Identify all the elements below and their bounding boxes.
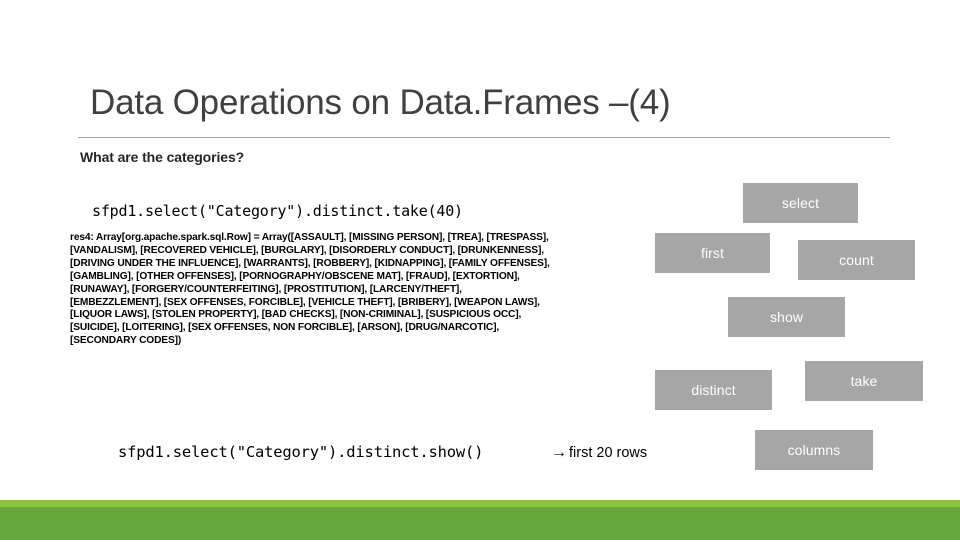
page-title: Data Operations on Data.Frames –(4): [90, 83, 671, 122]
result-line: res4: Array[org.apache.spark.sql.Row] = …: [70, 232, 549, 243]
footer-band-light: [0, 500, 960, 507]
code-snippet-take: sfpd1.select("Category").distinct.take(4…: [92, 202, 463, 220]
method-chip-take[interactable]: take: [805, 361, 923, 401]
code-snippet-show: sfpd1.select("Category").distinct.show(): [118, 443, 484, 461]
result-line: [SUICIDE], [LOITERING], [SEX OFFENSES, N…: [70, 322, 500, 334]
result-line: [LIQUOR LAWS], [STOLEN PROPERTY], [BAD C…: [70, 309, 522, 321]
result-line: [VANDALISM], [RECOVERED VEHICLE], [BURGL…: [70, 244, 544, 256]
result-output-block: res4: Array[org.apache.spark.sql.Row] = …: [70, 232, 650, 348]
result-line: [DRIVING UNDER THE INFLUENCE], [WARRANTS…: [70, 257, 550, 269]
method-chip-show[interactable]: show: [728, 297, 845, 337]
subtitle-question: What are the categories?: [80, 149, 245, 165]
annotation-first-20-rows: →first 20 rows: [551, 444, 647, 462]
method-chip-first[interactable]: first: [655, 233, 770, 273]
method-chip-select[interactable]: select: [743, 183, 858, 223]
result-line: [GAMBLING], [OTHER OFFENSES], [PORNOGRAP…: [70, 270, 520, 282]
footer-band-dark: [0, 507, 960, 540]
result-line: [EMBEZZLEMENT], [SEX OFFENSES, FORCIBLE]…: [70, 296, 540, 308]
right-arrow-icon: →: [551, 444, 567, 461]
annotation-label: first 20 rows: [569, 445, 648, 461]
method-chip-columns[interactable]: columns: [755, 430, 873, 470]
result-line: [RUNAWAY], [FORGERY/COUNTERFEITING], [PR…: [70, 283, 462, 295]
title-divider: [78, 137, 890, 138]
result-line: [SECONDARY CODES]): [70, 335, 182, 347]
method-chip-count[interactable]: count: [798, 240, 915, 280]
method-chip-distinct[interactable]: distinct: [655, 370, 772, 410]
